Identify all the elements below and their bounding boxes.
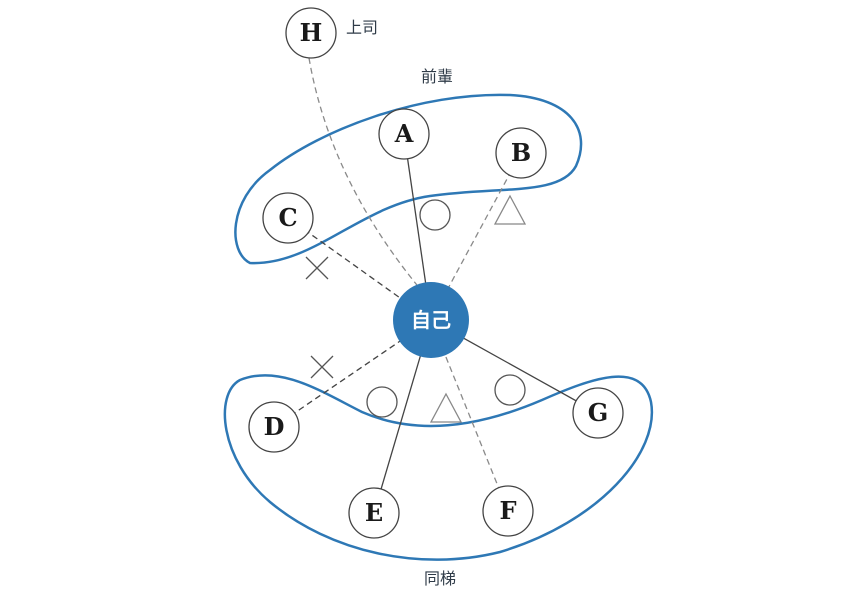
node-label: E <box>365 498 383 527</box>
node-label: H <box>300 18 323 47</box>
triangle-mark-icon <box>429 392 463 423</box>
self-label: 自己 <box>411 308 451 332</box>
node-label: F <box>499 496 516 525</box>
node-D: D <box>248 401 300 453</box>
node-label: G <box>588 398 609 427</box>
node-F: F <box>482 485 534 537</box>
node-H: H <box>285 7 337 59</box>
node-label: B <box>511 138 531 167</box>
circle-mark-icon <box>494 374 526 406</box>
circle-mark-icon <box>366 386 398 418</box>
node-G: G <box>572 387 624 439</box>
group-label-seniors: 前輩 <box>421 67 453 86</box>
node-label: A <box>394 119 414 148</box>
node-C: C <box>262 192 314 244</box>
node-label: D <box>264 412 285 441</box>
link-D <box>273 319 432 428</box>
self-node: 自己 <box>393 282 469 358</box>
cross-mark-icon <box>310 355 334 379</box>
link-H <box>308 57 422 291</box>
node-E: E <box>348 487 400 539</box>
peers-group-outline <box>223 374 654 561</box>
node-A: A <box>378 108 430 160</box>
group-label-peers: 同梯 <box>424 569 456 588</box>
cross-mark-icon <box>305 256 329 280</box>
group-label-boss: 上司 <box>346 18 378 37</box>
link-B <box>430 152 522 321</box>
node-B: B <box>495 127 547 179</box>
triangle-mark-icon <box>493 194 527 225</box>
node-label: C <box>278 203 297 232</box>
circle-mark-icon <box>419 199 451 231</box>
seniors-group-outline <box>234 93 583 265</box>
